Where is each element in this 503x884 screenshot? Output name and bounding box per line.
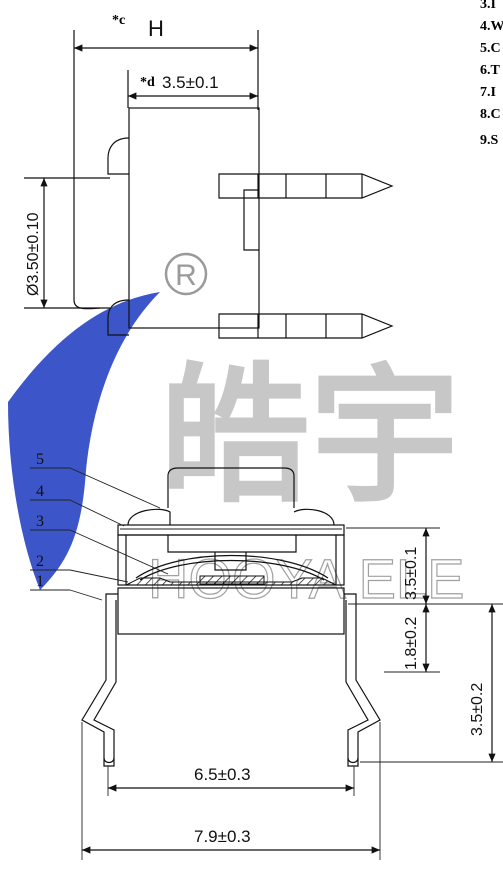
registered-mark-circle (164, 252, 208, 296)
note-item: 8.C (480, 107, 501, 122)
base-layer-hatched (125, 577, 337, 586)
callout-4: 4 (36, 483, 44, 500)
registered-mark: R (175, 259, 197, 292)
note-item: 9.S (480, 133, 499, 148)
dim-body-height: 3.5±0.1 (403, 547, 420, 600)
top-view: *c H *d 3.5±0.1 Ø3.50±0.10 (24, 13, 394, 339)
callout-1: 1 (36, 573, 44, 590)
dim-d-value: 3.5±0.1 (162, 73, 219, 92)
dim-leg-total: 3.5±0.2 (469, 683, 486, 736)
cover-plate (117, 524, 345, 536)
switch-body-top (128, 107, 260, 329)
dim-inner-width: 6.5±0.3 (194, 765, 251, 784)
dim-outer-width: 7.9±0.3 (194, 827, 251, 846)
base-block (117, 587, 345, 635)
note-item: 4.W (480, 19, 503, 34)
side-view: 5 4 3 2 1 3.5±0.1 1.8±0.2 3.5±0.2 6.5±0.… (30, 451, 503, 860)
watermark-chinese-text: 皓宇 (160, 350, 460, 524)
watermark: R 皓宇 HOOYA ELE (8, 252, 465, 611)
note-item: 7.I (480, 85, 496, 100)
actuator (167, 467, 295, 508)
dim-leg-upper: 1.8±0.2 (403, 617, 420, 670)
callout-3: 3 (36, 513, 44, 530)
pin-lower (218, 313, 394, 339)
callout-5: 5 (36, 451, 44, 468)
note-item: 3.I (480, 0, 496, 12)
note-item: 6.T (480, 63, 501, 78)
notes-list: 3.I 4.W 5.C 6.T 7.I 8.C 9.S (480, 0, 503, 148)
leg-right (344, 593, 381, 767)
watermark-blue-swoosh (8, 292, 160, 590)
dim-h-label: H (148, 16, 164, 41)
dim-d-marker: *d (140, 75, 155, 90)
leg-left (81, 593, 118, 767)
pin-upper (218, 173, 394, 199)
callout-2: 2 (36, 553, 44, 570)
dim-diameter: Ø3.50±0.10 (25, 212, 42, 296)
dim-h-marker: *c (112, 13, 125, 28)
note-item: 5.C (480, 41, 501, 56)
